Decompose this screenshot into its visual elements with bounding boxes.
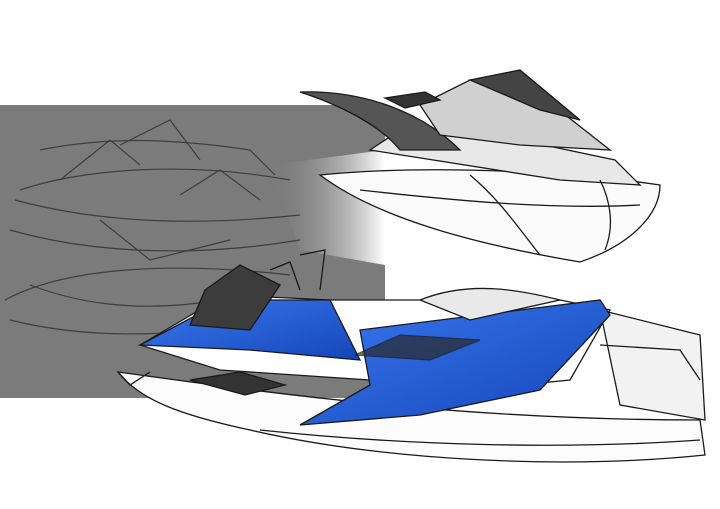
blue-jet-ski-sketch bbox=[116, 249, 706, 463]
line-jet-ski-sketch bbox=[299, 69, 661, 263]
